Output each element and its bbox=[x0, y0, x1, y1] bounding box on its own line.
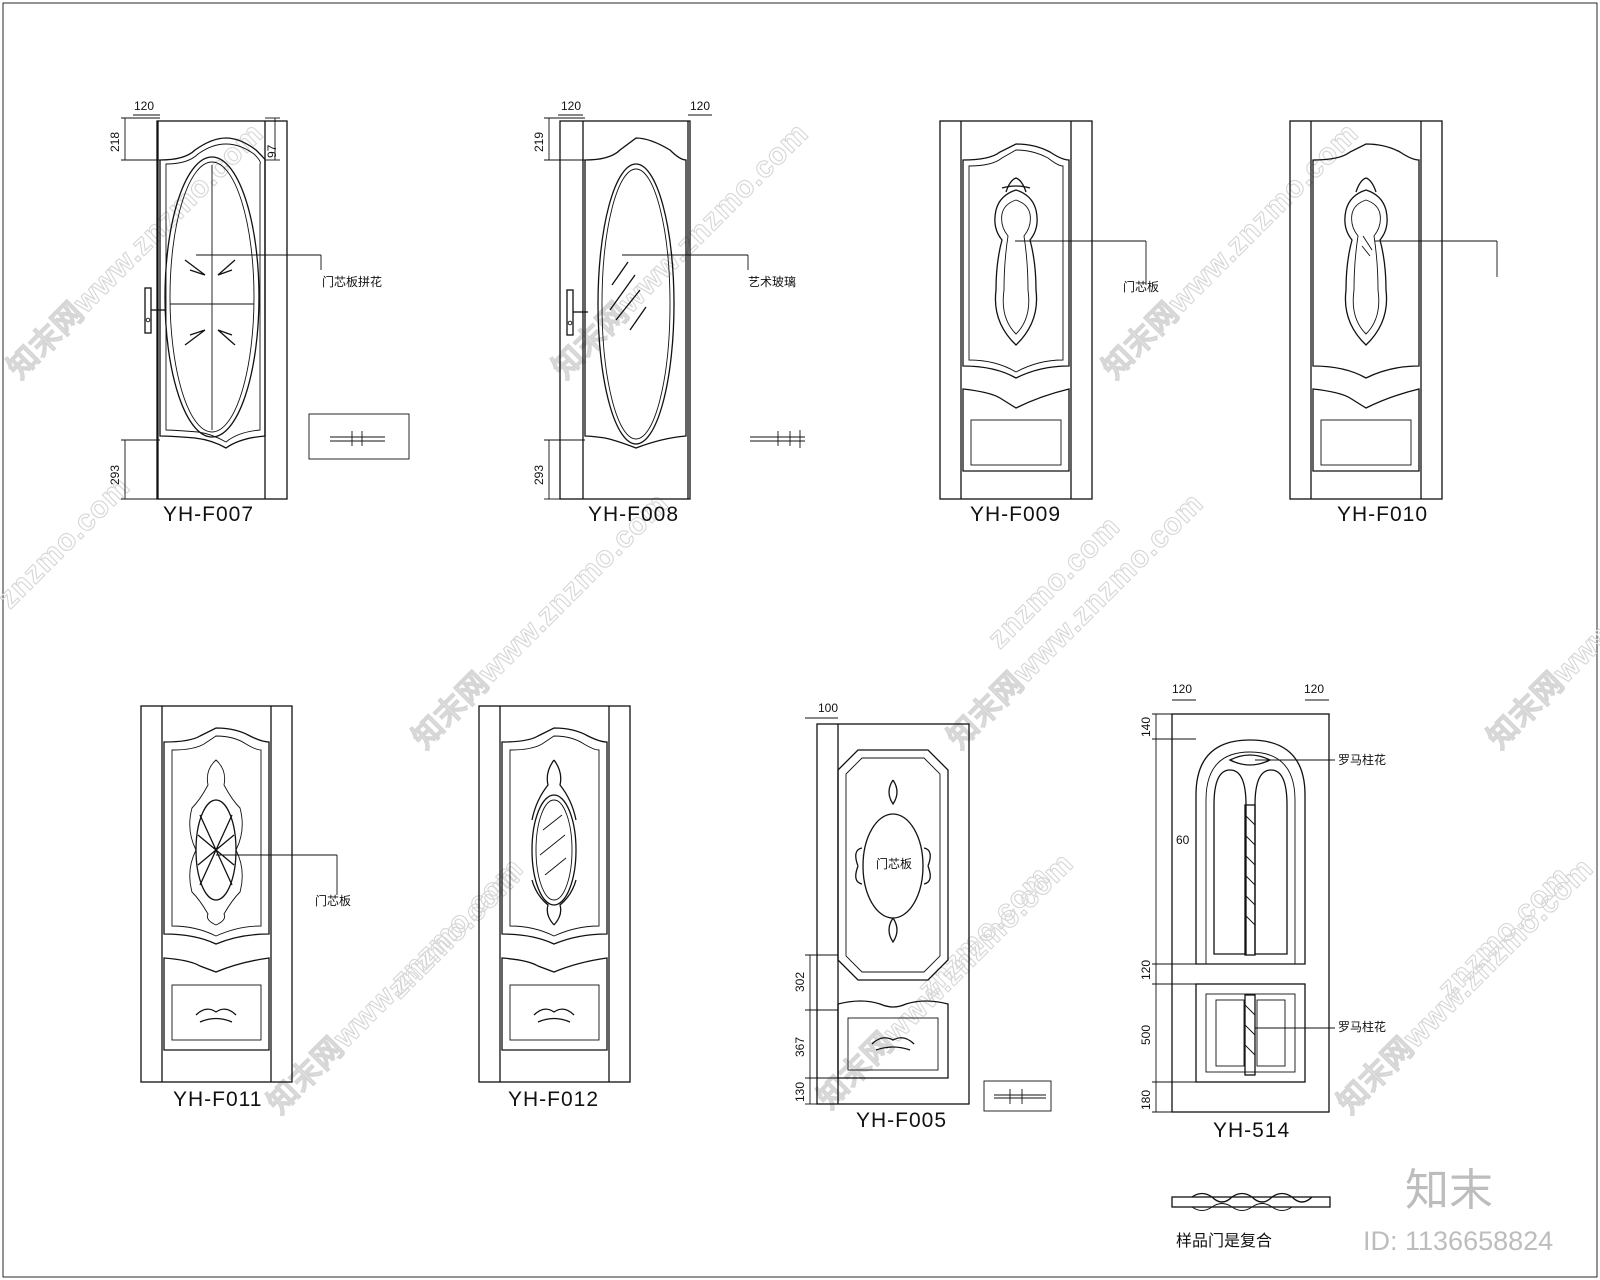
door-code: YH-514 bbox=[1213, 1119, 1290, 1142]
watermark-brand: 知末网www.znzmo.com bbox=[1482, 487, 1600, 755]
door-code: YH-F011 bbox=[173, 1088, 262, 1111]
watermark-brand: 知末网www.znzmo.com bbox=[2, 117, 270, 385]
dim-bottom-293: 293 bbox=[108, 465, 122, 485]
dim-100: 100 bbox=[818, 701, 838, 715]
door-yh-f009: 门芯板 YH-F009 bbox=[939, 120, 1159, 526]
watermark-layer: 知末网www.znzmo.com 知末网www.znzmo.com 知末网www… bbox=[0, 116, 1600, 1121]
door-code: YH-F012 bbox=[508, 1088, 599, 1111]
section-label: 样品门是复合 bbox=[1176, 1232, 1272, 1250]
brand-logo: 知末 bbox=[1405, 1166, 1493, 1215]
dim-60: 60 bbox=[1176, 833, 1190, 847]
door-yh-f012: YH-F012 bbox=[478, 705, 631, 1111]
door-code: YH-F005 bbox=[856, 1109, 947, 1132]
door-panel-note: 门芯板 bbox=[1123, 279, 1159, 294]
watermark-brand: 知末网www.znzmo.com bbox=[407, 487, 675, 755]
door-code: YH-F007 bbox=[163, 503, 254, 526]
dim-bottom-293: 293 bbox=[532, 465, 546, 485]
door-yh-f008: 120 120 219 293 艺术玻璃 YH-F008 bbox=[532, 99, 805, 526]
id-label: ID: 1136658824 bbox=[1363, 1226, 1553, 1256]
dim-120-left: 120 bbox=[1172, 682, 1192, 696]
dim-top-219: 219 bbox=[532, 132, 546, 152]
door-code: YH-F010 bbox=[1337, 503, 1428, 526]
door-yh-514: 120 120 140 60 120 500 180 罗马柱花 罗马柱花 YH-… bbox=[1139, 682, 1386, 1142]
dim-width-120-right: 120 bbox=[690, 99, 710, 113]
door-panel-note: 门芯板拼花 bbox=[322, 274, 382, 289]
door-code: YH-F008 bbox=[588, 503, 679, 526]
dim-top-218: 218 bbox=[108, 132, 122, 152]
dim-180: 180 bbox=[1139, 1090, 1153, 1110]
watermark-brand: 知末网www.znzmo.com bbox=[1332, 852, 1600, 1120]
watermark-brand: 知末网www.znzmo.com bbox=[262, 852, 530, 1120]
section-profile: 样品门是复合 bbox=[1171, 1192, 1331, 1250]
door-yh-f007: 120 218 97 293 门芯板拼花 YH-F007 bbox=[108, 99, 410, 526]
door-panel-note: 门芯板 bbox=[876, 856, 912, 871]
watermark-brand: 知末网www.znzmo.com bbox=[942, 487, 1210, 755]
roman-column-note-bottom: 罗马柱花 bbox=[1338, 1019, 1386, 1034]
door-code: YH-F009 bbox=[970, 503, 1061, 526]
door-yh-f005: 100 302 367 130 门芯板 YH-F005 bbox=[793, 701, 1052, 1132]
door-yh-f011: 门芯板 YH-F011 bbox=[140, 705, 351, 1111]
dim-130: 130 bbox=[793, 1082, 807, 1102]
watermark-brand: 知末网www.znzmo.com bbox=[547, 117, 815, 385]
dim-302: 302 bbox=[793, 972, 807, 992]
glass-note: 艺术玻璃 bbox=[748, 275, 796, 289]
dim-120-right: 120 bbox=[1304, 682, 1324, 696]
roman-column-note-top: 罗马柱花 bbox=[1338, 752, 1386, 767]
dim-367: 367 bbox=[793, 1037, 807, 1057]
door-panel-note: 门芯板 bbox=[315, 893, 351, 908]
dim-width-120-left: 120 bbox=[561, 99, 581, 113]
watermark-site: znzmo.com bbox=[0, 470, 137, 615]
dim-120-mid: 120 bbox=[1139, 960, 1153, 980]
dim-140: 140 bbox=[1139, 717, 1153, 737]
dim-500: 500 bbox=[1139, 1025, 1153, 1045]
dim-width-120: 120 bbox=[134, 99, 154, 113]
door-yh-f010: YH-F010 bbox=[1289, 120, 1498, 526]
watermark-brand: 知末网www.znzmo.com bbox=[1097, 117, 1365, 385]
watermark-brand: 知末网www.znzmo.com bbox=[812, 847, 1080, 1115]
dim-side-97: 97 bbox=[265, 144, 279, 158]
